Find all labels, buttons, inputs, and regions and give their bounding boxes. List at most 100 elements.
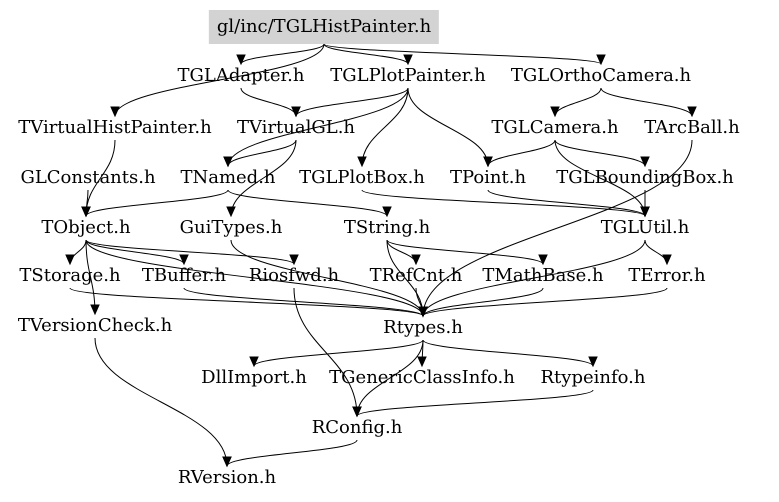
node-tglorthocamera[interactable]: TGLOrthoCamera.h [510,65,692,86]
edge-terror-to-rtypes [422,287,668,317]
node-tvirtualhistpainter[interactable]: TVirtualHistPainter.h [18,117,212,138]
arrowhead-tobject-to-tversioncheck [90,304,100,316]
edge-root-to-tvirtualhistpainter [114,43,325,117]
node-tversioncheck[interactable]: TVersionCheck.h [17,315,173,336]
arrowhead-tglplotpainter-to-tvirtualgl [291,106,301,118]
node-tglboundingbox[interactable]: TGLBoundingBox.h [556,167,734,188]
edge-tglplotpainter-to-tvirtualgl [295,87,409,117]
edge-rtypeinfo-to-rconfig [356,389,594,417]
node-tglplotpainter[interactable]: TGLPlotPainter.h [330,65,486,86]
node-tglutil[interactable]: TGLUtil.h [600,217,690,238]
edge-rtypes-to-rtypeinfo [422,339,594,367]
edge-tobject-to-tstorage [69,239,87,265]
arrowhead-rtypes-to-dllimport [249,356,259,368]
edge-tpoint-to-tglutil [487,189,646,217]
edge-tobject-to-tbuffer [85,239,185,265]
edge-rconfig-to-rversion [226,439,358,467]
arrowhead-tglboundingbox-to-tglutil [640,206,650,218]
node-rversion[interactable]: RVersion.h [177,467,277,488]
arrowhead-tstring-to-tmathbase [538,254,548,266]
node-trefcnt[interactable]: TRefCnt.h [369,265,463,286]
arrowhead-tglorthocamera-to-tglcamera [550,106,560,118]
edge-rtypes-to-dllimport [253,339,424,367]
node-tbuffer[interactable]: TBuffer.h [141,265,227,286]
arrowhead-tglorthocamera-to-tarcball [687,106,697,118]
arrowhead-rtypes-to-tgenericclassinfo [417,356,427,368]
arrowhead-tvirtualgl-to-tnamed [223,156,233,168]
node-glconstants[interactable]: GLConstants.h [20,167,156,188]
edge-tglcamera-to-tglutil [554,139,646,217]
arrowhead-tobject-to-tstorage [65,254,75,266]
edge-tglplotbox-to-tglutil [361,189,646,217]
edge-tstring-to-rtypes [386,239,424,317]
edge-tstring-to-trefcnt [386,239,417,265]
edge-tglplotpainter-to-tnamed [227,87,409,167]
node-rtypeinfo[interactable]: Rtypeinfo.h [540,367,646,388]
arrowhead-root-to-tglplotpainter [403,54,413,66]
node-guitypes[interactable]: GuiTypes.h [179,217,283,238]
arrowhead-tglutil-to-terror [662,254,672,266]
edge-rtypes-to-rconfig [356,339,424,417]
edge-tnamed-to-tobject [85,189,229,217]
edge-tvirtualgl-to-guitypes [230,139,297,217]
node-tmathbase[interactable]: TMathBase.h [482,265,604,286]
node-tnamed[interactable]: TNamed.h [180,167,276,188]
edge-tarcball-to-rtypes [422,139,693,317]
edge-tglutil-to-terror [644,239,668,265]
edge-tgladapter-to-tvirtualgl [240,87,297,117]
arrowhead-tglcamera-to-tpoint [483,156,493,168]
node-tarcball[interactable]: TArcBall.h [644,117,740,138]
node-tobject[interactable]: TObject.h [41,217,131,238]
arrowhead-rconfig-to-rversion [222,456,232,468]
edge-tglcamera-to-tpoint [487,139,556,167]
node-tgladapter[interactable]: TGLAdapter.h [177,65,305,86]
edge-root-to-tglorthocamera [323,43,602,65]
edge-tglutil-to-rtypes [422,239,646,317]
edge-tstring-to-tmathbase [386,239,544,265]
node-tgenericclassinfo[interactable]: TGenericClassInfo.h [329,367,515,388]
edge-root-to-tglplotpainter [323,43,409,65]
edge-tglcamera-to-tglboundingbox [554,139,646,167]
arrowhead-tobject-to-riosfwd [289,254,299,266]
arrowhead-tstring-to-trefcnt [411,254,421,266]
arrowhead-root-to-tgladapter [236,54,246,66]
edge-tglorthocamera-to-tarcball [600,87,693,117]
edge-tobject-to-rtypes [85,239,424,317]
node-tstring[interactable]: TString.h [343,217,431,238]
node-rtypes[interactable]: Rtypes.h [383,317,463,338]
edge-tglorthocamera-to-tglcamera [554,87,602,117]
edge-root-to-tgladapter [240,43,325,65]
node-terror[interactable]: TError.h [628,265,706,286]
edge-tmathbase-to-rtypes [422,287,544,317]
node-tpoint[interactable]: TPoint.h [449,167,527,188]
edge-tglplotpainter-to-tpoint [407,87,489,167]
arrowhead-root-to-tvirtualhistpainter [110,106,120,118]
node-riosfwd[interactable]: Riosfwd.h [248,265,340,286]
arrowhead-terror-to-rtypes [418,306,428,318]
edge-guitypes-to-rtypes [230,239,424,317]
edge-tglplotpainter-to-tglplotbox [361,87,409,167]
arrowhead-tglplotpainter-to-tglplotbox [357,156,367,168]
node-tvirtualgl[interactable]: TVirtualGL.h [236,117,356,138]
node-tglplotbox[interactable]: TGLPlotBox.h [299,167,425,188]
arrowhead-tvirtualgl-to-guitypes [226,206,236,218]
node-dllimport[interactable]: DllImport.h [201,367,307,388]
edge-tnamed-to-tstring [227,189,388,217]
arrowhead-tnamed-to-tobject [81,206,91,218]
arrowhead-tnamed-to-tstring [382,206,392,218]
edge-tbuffer-to-rtypes [183,287,424,317]
edge-tstorage-to-rtypes [69,287,424,317]
edge-tobject-to-riosfwd [85,239,295,265]
node-tstorage[interactable]: TStorage.h [19,265,121,286]
arrowhead-rtypes-to-rtypeinfo [588,356,598,368]
arrowhead-root-to-tglorthocamera [596,54,606,66]
edge-riosfwd-to-rconfig [293,287,358,417]
node-root[interactable]: gl/inc/TGLHistPainter.h [208,10,440,44]
node-tglcamera[interactable]: TGLCamera.h [491,117,619,138]
node-rconfig[interactable]: RConfig.h [311,417,403,438]
arrowhead-rtypeinfo-to-rconfig [352,406,362,418]
arrowhead-tobject-to-tbuffer [179,254,189,266]
arrowhead-tglcamera-to-tglboundingbox [640,156,650,168]
